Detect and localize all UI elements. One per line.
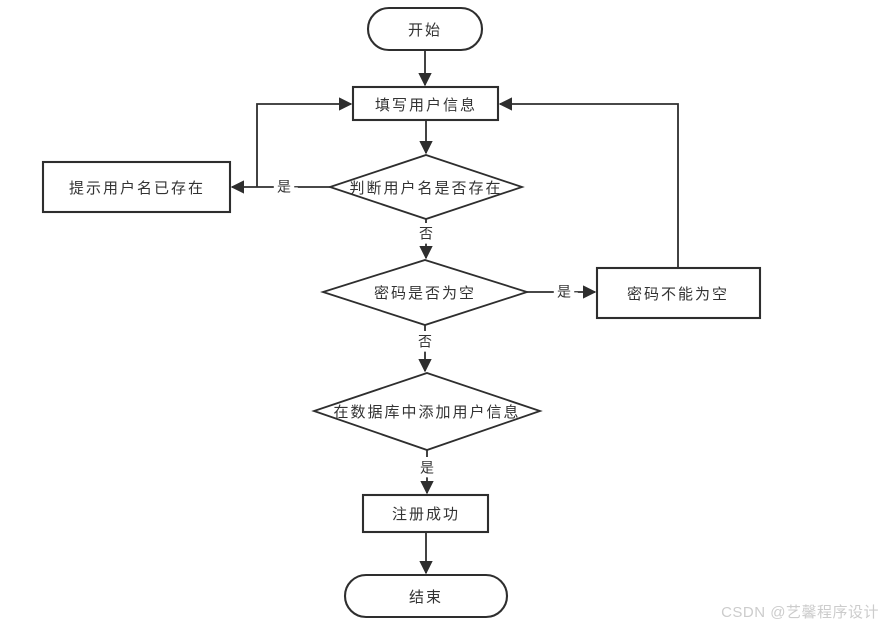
node-register-success bbox=[361, 493, 490, 534]
edge-label-db-add-yes: 是 bbox=[420, 460, 434, 476]
node-add-user-info-to-database bbox=[311, 372, 543, 451]
node-password-cannot-be-empty bbox=[595, 266, 762, 320]
edge-label-password-empty-no: 否 bbox=[418, 334, 432, 350]
node-start-label: 开始 bbox=[408, 22, 442, 39]
node-check-password-empty-label: 密码是否为空 bbox=[374, 285, 476, 302]
node-check-username-exists-label: 判断用户名是否存在 bbox=[349, 180, 502, 197]
node-end-label: 结束 bbox=[409, 589, 443, 606]
node-register-success-label: 注册成功 bbox=[392, 506, 460, 523]
edge-loop-left-to-fill-info bbox=[256, 97, 353, 187]
node-add-user-info-to-database-label: 在数据库中添加用户信息 bbox=[333, 404, 520, 421]
node-fill-user-info-label: 填写用户信息 bbox=[375, 97, 477, 114]
node-check-password-empty bbox=[320, 259, 530, 326]
node-password-cannot-be-empty-label: 密码不能为空 bbox=[627, 286, 729, 303]
node-start bbox=[366, 6, 484, 52]
edge-label-username-exists-yes: 是 bbox=[277, 179, 291, 195]
node-check-username-exists bbox=[327, 154, 525, 220]
node-prompt-username-exists bbox=[41, 160, 232, 214]
node-end bbox=[343, 573, 509, 619]
edge-loop-right-to-fill-info bbox=[498, 97, 679, 268]
csdn-watermark: CSDN @艺馨程序设计 bbox=[721, 604, 879, 621]
node-fill-user-info bbox=[351, 85, 500, 122]
edge-label-password-empty-yes: 是 bbox=[557, 284, 571, 300]
edge-label-username-exists-no: 否 bbox=[419, 226, 433, 242]
node-prompt-username-exists-label: 提示用户名已存在 bbox=[69, 180, 205, 197]
